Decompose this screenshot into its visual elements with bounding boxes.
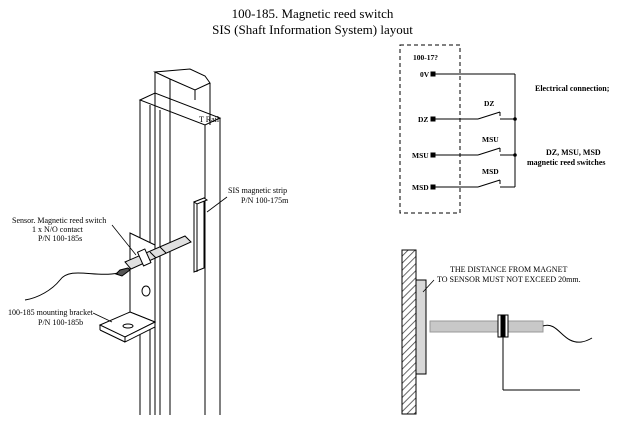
t-rail bbox=[138, 68, 222, 415]
sensor-label-line1: Sensor. Magnetic reed switch bbox=[12, 216, 106, 225]
bracket-label-line1: 100-185 mounting bracket bbox=[8, 308, 94, 317]
terminal-label-msd: MSD bbox=[412, 183, 429, 192]
strip-label-line2: P/N 100-175m bbox=[241, 196, 289, 205]
switch-label-dz: DZ bbox=[484, 99, 494, 108]
switches-label-line1: DZ, MSU, MSD bbox=[546, 148, 601, 157]
bracket-leader-line bbox=[92, 312, 113, 323]
sensor-label-line2: 1 x N/O contact bbox=[32, 225, 84, 234]
rail-label: T Rail bbox=[199, 115, 220, 124]
strip-label-line1: SIS magnetic strip bbox=[228, 186, 287, 195]
sensor-detail bbox=[429, 314, 593, 391]
page-title: 100-185. Magnetic reed switch bbox=[231, 6, 394, 21]
sensor-leader-line bbox=[111, 224, 137, 256]
junction-dot bbox=[513, 117, 517, 121]
switches-label-line2: magnetic reed switches bbox=[527, 158, 606, 167]
bracket-label-line2: P/N 100-185b bbox=[38, 318, 83, 327]
magnetic-strip bbox=[192, 197, 209, 273]
terminal-label-dz: DZ bbox=[418, 115, 428, 124]
mounting-bracket bbox=[98, 232, 157, 343]
terminal-label-msu: MSU bbox=[412, 151, 429, 160]
distance-note-line1: THE DISTANCE FROM MAGNET bbox=[450, 265, 567, 274]
rail-section-detail bbox=[401, 249, 427, 415]
distance-note-line2: TO SENSOR MUST NOT EXCEED 20mm. bbox=[437, 275, 581, 284]
switch-label-msd: MSD bbox=[482, 167, 499, 176]
electrical-connection-label: Electrical connection; bbox=[535, 84, 610, 93]
junction-dot bbox=[513, 153, 517, 157]
distance-leader-line bbox=[422, 279, 435, 293]
sensor-label-line3: P/N 100-185s bbox=[38, 234, 82, 243]
terminal-label-0v: 0V bbox=[420, 70, 430, 79]
schematic-wiring bbox=[430, 71, 516, 190]
reed-sensor bbox=[24, 235, 192, 301]
switch-label-msu: MSU bbox=[482, 135, 499, 144]
page-subtitle: SIS (Shaft Information System) layout bbox=[212, 22, 413, 37]
box-title: 100-17? bbox=[413, 53, 438, 62]
strip-leader-line bbox=[206, 196, 228, 213]
schematic-box bbox=[399, 44, 461, 214]
